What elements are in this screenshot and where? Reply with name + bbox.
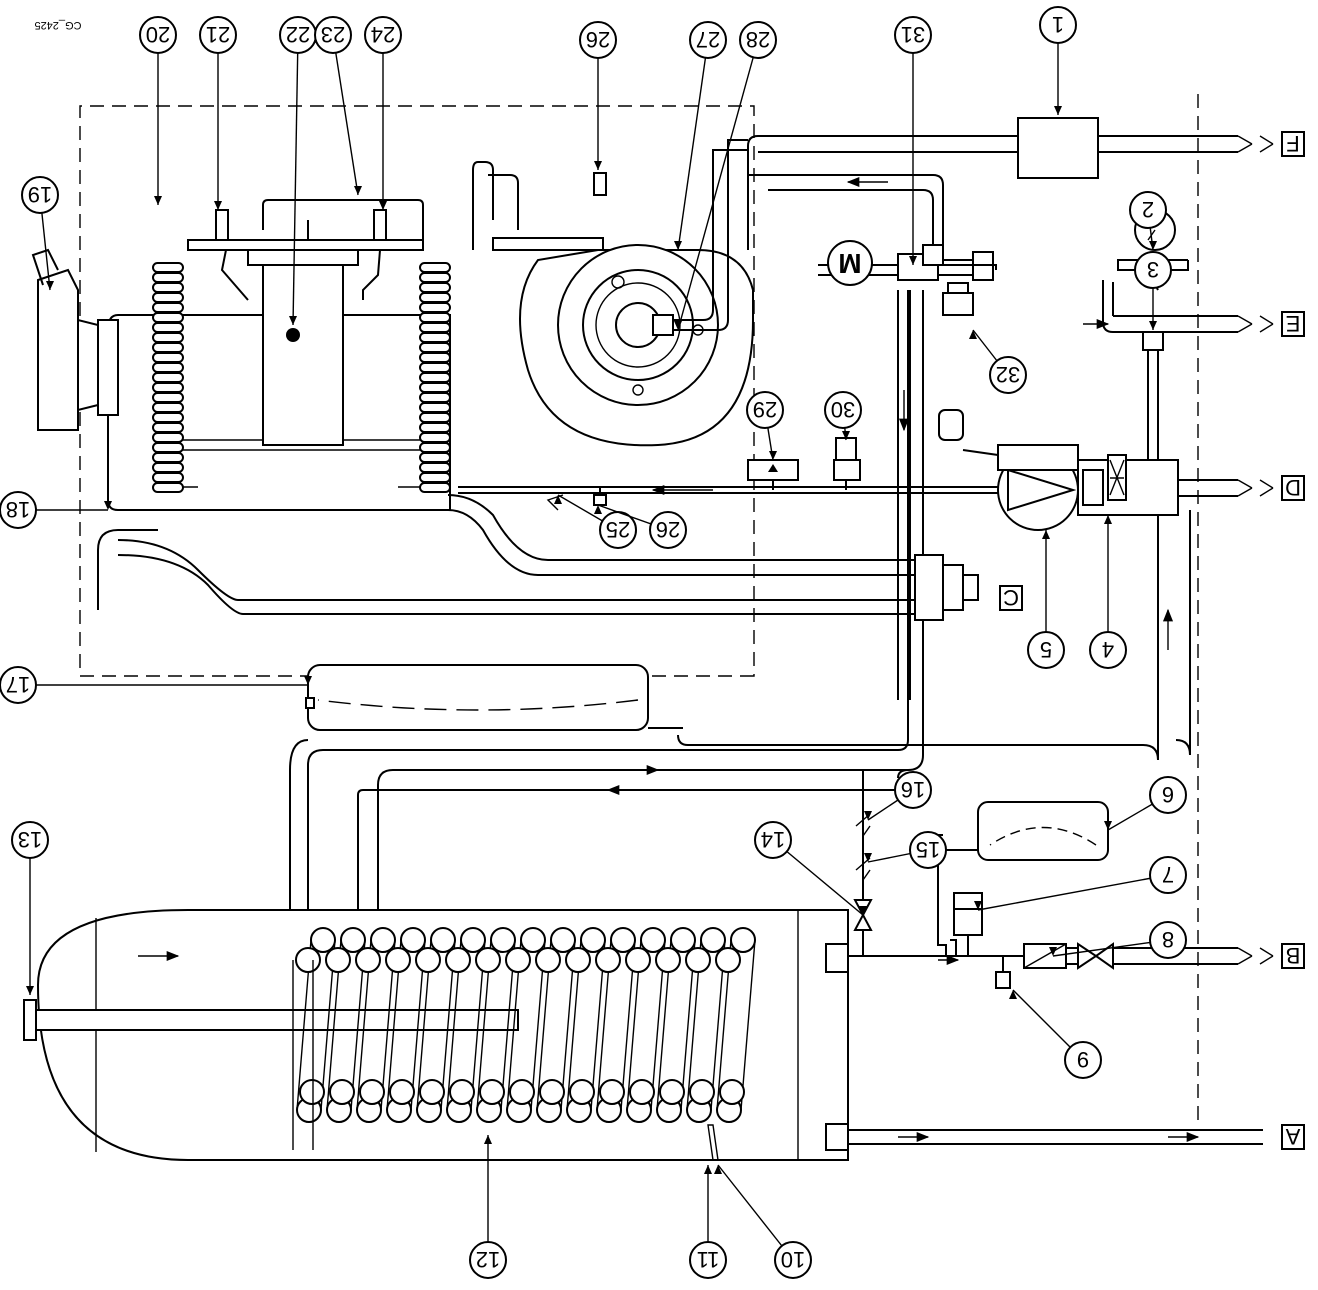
callout-5: 5: [1027, 530, 1065, 669]
callout-label: 17: [6, 672, 30, 697]
callout-18: 18: [0, 491, 112, 529]
heating-coil: [292, 927, 756, 1150]
burner-chamber: [187, 199, 424, 446]
gas-line: [472, 117, 1238, 260]
svg-text:M: M: [838, 248, 861, 279]
callout-label: 9: [1077, 1047, 1089, 1072]
callout-17: 17: [0, 666, 312, 704]
callout-label: 8: [1162, 927, 1174, 952]
rotated-drawing: CG_2425 A B C D E F: [0, 6, 1305, 1279]
callout-26: 26: [594, 504, 687, 549]
exchanger-coils: [152, 262, 451, 493]
svg-text:A: A: [1285, 1124, 1300, 1149]
callout-32: 32: [969, 329, 1027, 394]
callout-15: 15: [864, 831, 947, 869]
callout-24: 24: [364, 16, 402, 210]
callout-7: 7: [974, 856, 1187, 911]
callout-label: 25: [606, 517, 630, 542]
fan-assembly: [492, 139, 754, 447]
connection-d: D: [1237, 475, 1305, 501]
svg-text:C: C: [1003, 585, 1019, 610]
callout-label: 29: [753, 397, 777, 422]
callout-31: 31: [894, 16, 932, 265]
callout-label: 12: [476, 1247, 500, 1272]
svg-text:F: F: [1286, 131, 1299, 156]
callout-label: 31: [901, 22, 925, 47]
callout-label: 21: [206, 22, 230, 47]
callout-2: 2: [1129, 191, 1167, 251]
callout-26: 26: [579, 21, 617, 170]
ch-return-line: [458, 437, 998, 511]
connection-f: F: [1237, 131, 1305, 157]
callout-30: 30: [824, 391, 862, 441]
callout-label: 16: [901, 777, 925, 802]
ch-expansion-vessel: [305, 664, 683, 731]
callout-label: 6: [1162, 782, 1174, 807]
callout-25: 25: [554, 494, 637, 549]
callout-10: 10: [714, 1164, 812, 1279]
connection-e: E: [1237, 311, 1305, 337]
callout-label: 27: [696, 27, 720, 52]
primary-pipes: [289, 290, 1191, 910]
callout-19: 19: [21, 176, 59, 291]
callout-label: 13: [18, 827, 42, 852]
callout-label: 23: [321, 22, 345, 47]
callout-27: 27: [674, 21, 727, 251]
flue-pipes: [97, 494, 979, 621]
callout-label: 19: [28, 182, 52, 207]
callout-23: 23: [314, 16, 362, 196]
callout-label: 18: [6, 497, 30, 522]
svg-text:B: B: [1286, 943, 1301, 968]
callout-label: 11: [697, 1247, 720, 1272]
callout-label: 24: [371, 22, 395, 47]
callout-label: 26: [656, 517, 680, 542]
callout-label: 30: [831, 397, 855, 422]
callout-label: 32: [996, 362, 1020, 387]
connection-a: A: [848, 1124, 1305, 1150]
callout-22: 22: [279, 16, 317, 326]
callout-29: 29: [746, 391, 784, 461]
flue-assembly: [31, 248, 119, 431]
motor-m: M: [827, 240, 873, 286]
pump-group: [938, 331, 1238, 531]
gas-valve: [818, 209, 1238, 333]
callout-4: 4: [1089, 515, 1127, 669]
svg-text:D: D: [1285, 475, 1301, 500]
callout-28: 28: [674, 21, 777, 331]
callout-label: 10: [781, 1247, 805, 1272]
callout-16: 16: [864, 771, 932, 821]
connection-b: B: [1113, 943, 1305, 969]
callout-20: 20: [139, 16, 177, 205]
svg-text:E: E: [1286, 311, 1301, 336]
connection-c: C: [999, 585, 1023, 611]
callout-label: 5: [1040, 637, 1052, 662]
callout-12: 12: [469, 1135, 507, 1279]
callout-label: 15: [916, 837, 940, 862]
callout-label: 4: [1102, 637, 1114, 662]
callout-8: 8: [1049, 921, 1187, 959]
cold-water-line: [138, 834, 1114, 989]
drawing-code: CG_2425: [34, 19, 81, 31]
callout-label: 1: [1052, 12, 1064, 37]
callout-3: 3: [1134, 251, 1172, 330]
callout-1: 1: [1039, 6, 1077, 115]
callout-label: 20: [146, 22, 170, 47]
callout-label: 26: [586, 27, 610, 52]
callout-21: 21: [199, 16, 237, 210]
callout-11: 11: [689, 1165, 727, 1279]
callout-13: 13: [11, 821, 49, 995]
callout-label: 22: [286, 22, 310, 47]
callout-14: 14: [754, 821, 867, 916]
callout-label: 14: [761, 827, 785, 852]
callout-label: 28: [746, 27, 770, 52]
callout-label: 3: [1147, 257, 1159, 282]
callout-6: 6: [1104, 776, 1187, 831]
modulating-valve: [942, 282, 974, 316]
callout-label: 7: [1162, 862, 1174, 887]
callout-9: 9: [1009, 989, 1102, 1079]
dhw-expansion-vessel: [938, 801, 1109, 861]
callout-label: 2: [1142, 197, 1154, 222]
